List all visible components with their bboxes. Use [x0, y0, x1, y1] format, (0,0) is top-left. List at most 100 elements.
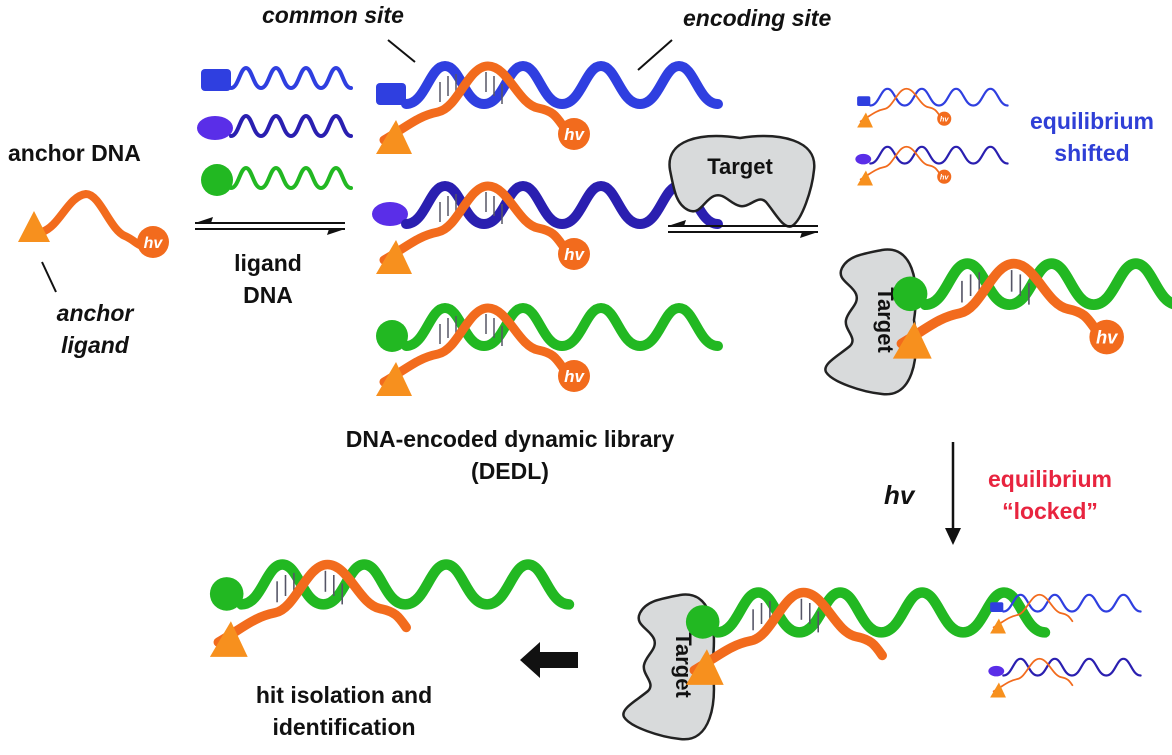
bound-duplex-green: hv [892, 258, 1172, 359]
anchor-dna-strand [992, 593, 1074, 629]
ligand-circle-head [892, 276, 928, 312]
library-duplex-green: hv [376, 302, 723, 396]
photo-group-hv-label: hv [564, 245, 585, 264]
anchor-dna-strand [379, 303, 568, 387]
shifted-duplex-blue: hv [857, 87, 1009, 128]
anchor-ligand-triangle [18, 211, 50, 242]
photo-group-hv [1089, 319, 1124, 355]
anchor-dna-strand [992, 657, 1074, 693]
library-duplex-purple: hv [372, 180, 723, 274]
target-label: Target [671, 632, 696, 698]
ligand-circle-head [685, 605, 720, 639]
photo-group-hv-label: hv [564, 125, 585, 144]
anchor-ligand-triangle [376, 120, 412, 154]
free-ligand-dna-blue [201, 65, 353, 91]
anchor-ligand-triangle [376, 362, 412, 396]
ligand-dna-strand [229, 65, 353, 91]
free-ligand-dna-purple [197, 113, 353, 140]
target-protein [824, 248, 918, 396]
hv-arrow-head [945, 528, 961, 545]
anchor-ligand-label-line1: anchor [56, 300, 134, 326]
ligand-dna-strand [1002, 657, 1142, 677]
photo-group-hv-label: hv [1096, 327, 1119, 348]
library-duplex-blue: hv [376, 60, 723, 154]
anchor-ligand-triangle [990, 682, 1006, 698]
ligand-dna-strand [869, 87, 1009, 107]
anchor-ligand-label-line2: ligand [61, 332, 129, 358]
ligand-dna-strand [1002, 593, 1142, 613]
hit-label-line2: identification [272, 714, 416, 740]
equilibrium-locked-line1: equilibrium [988, 466, 1112, 492]
ligand-circle-head [201, 164, 233, 196]
photo-group-hv-label: hv [940, 114, 950, 123]
anchor-dna-strand [859, 87, 941, 123]
target-label: Target [707, 154, 773, 179]
ligand-rect-head [857, 96, 871, 106]
ligand-dna-label-line2: DNA [243, 282, 293, 308]
photo-group-hv [937, 169, 952, 184]
ligand-rect-head [201, 69, 231, 91]
hit-duplex-green [209, 559, 575, 657]
hit-label-line1: hit isolation and [255, 682, 433, 708]
equilibrium-locked-line2: “locked” [1002, 498, 1098, 524]
common-site-label: common site [262, 2, 404, 28]
equilibrium-shifted-line2: shifted [1054, 140, 1130, 166]
reverse-arrow-head [668, 220, 686, 226]
anchor-dna-strand [38, 189, 146, 250]
target-free: Target [668, 134, 816, 228]
forward-arrow-head [800, 232, 818, 238]
ligand-ellipse-head [372, 202, 408, 226]
photo-group-hv [937, 111, 952, 126]
photo-group-hv [137, 226, 169, 258]
equilibrium-arrows-right [668, 220, 818, 238]
ligand-dna-strand [229, 165, 353, 191]
anchor-dna-strand [379, 181, 568, 265]
shifted-duplex-purple: hv [855, 145, 1009, 186]
ligand-ellipse-head [855, 153, 872, 165]
locked-duplex-green [685, 587, 1051, 685]
anchor-ligand-triangle [209, 621, 248, 657]
anchor-ligand-pointer [41, 261, 57, 293]
anchor-dna-label: anchor DNA [8, 140, 141, 166]
ligand-rect-head [376, 83, 406, 105]
hv-step-label: hv [884, 480, 915, 510]
encoding-site-label: encoding site [683, 5, 832, 31]
equilibrium-arrows-left [195, 217, 345, 235]
photo-group-hv [558, 360, 590, 392]
locked-duplex-purple [988, 657, 1142, 698]
reverse-arrow-head [195, 217, 213, 223]
anchor-dna-strand [379, 61, 568, 145]
ligand-dna-strand [229, 113, 353, 139]
anchor-ligand-triangle [892, 321, 932, 359]
library-title-line1: DNA-encoded dynamic library [345, 426, 675, 452]
ligand-ellipse-head [988, 665, 1005, 677]
anchor-dna-strand [689, 587, 887, 675]
forward-arrow-head [327, 229, 345, 235]
isolation-arrow [520, 642, 578, 678]
anchor-ligand-triangle [376, 240, 412, 274]
locked-duplex-blue [990, 593, 1142, 634]
equilibrium-shifted-line1: equilibrium [1030, 108, 1154, 134]
target-bound: Target [824, 248, 918, 396]
common-site-pointer [387, 39, 416, 63]
anchor-dna: hv [18, 189, 169, 293]
anchor-ligand-triangle [990, 618, 1006, 634]
anchor-ligand-triangle [685, 649, 724, 685]
free-ligand-dna-green [201, 164, 353, 196]
anchor-dna-strand [213, 559, 411, 647]
library-title-line2: (DEDL) [471, 458, 549, 484]
ligand-dna-strand [869, 145, 1009, 165]
photo-group-hv [558, 118, 590, 150]
anchor-ligand-triangle [857, 112, 873, 128]
encoding-site-pointer [637, 39, 673, 71]
photo-group-hv [558, 238, 590, 270]
ligand-dna-label-line1: ligand [234, 250, 302, 276]
anchor-dna-strand [896, 258, 1100, 349]
photo-group-hv-label: hv [564, 367, 585, 386]
ligand-circle-head [376, 320, 408, 352]
anchor-ligand-triangle [857, 170, 873, 186]
photo-group-hv-label: hv [940, 172, 950, 181]
ligand-rect-head [990, 602, 1004, 612]
